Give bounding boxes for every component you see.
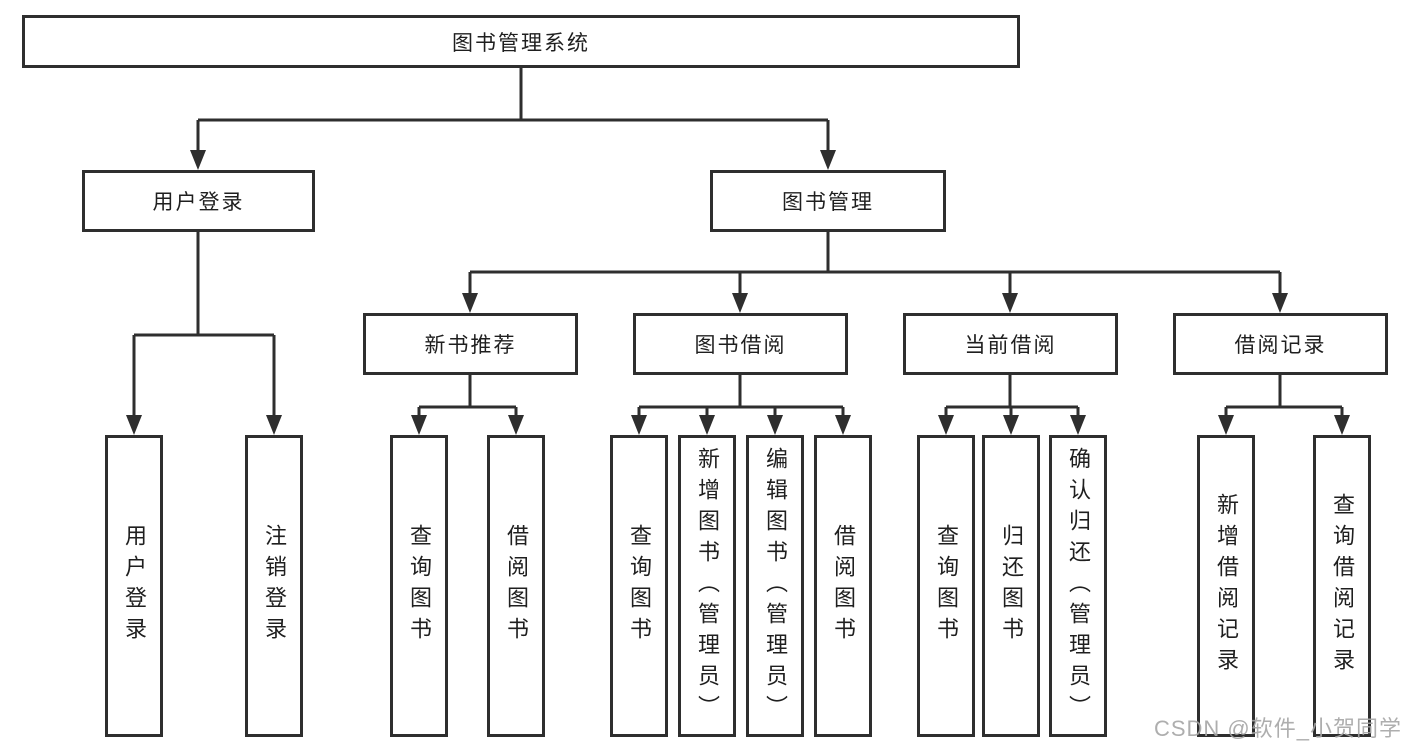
node-bb-add-books-admin: 新增图书（管理员） — [678, 435, 736, 737]
node-bb-add-books-admin-label: 新增图书（管理员） — [695, 446, 720, 726]
node-new-book-recommend-label: 新书推荐 — [424, 334, 517, 357]
node-root: 图书管理系统 — [22, 15, 1020, 68]
node-book-management: 图书管理 — [710, 170, 946, 232]
node-current-borrow: 当前借阅 — [903, 313, 1118, 375]
node-cb-query-books: 查询图书 — [917, 435, 975, 737]
node-nbr-borrow-books-label: 借阅图书 — [504, 524, 529, 648]
node-user-login-leaf-label: 用户登录 — [122, 524, 147, 648]
node-nbr-query-books-label: 查询图书 — [407, 524, 432, 648]
node-logout-leaf-label: 注销登录 — [262, 524, 287, 648]
node-bb-edit-books-admin: 编辑图书（管理员） — [746, 435, 804, 737]
node-book-borrow-label: 图书借阅 — [694, 334, 787, 357]
node-bb-edit-books-admin-label: 编辑图书（管理员） — [763, 446, 788, 726]
node-cb-query-books-label: 查询图书 — [934, 524, 959, 648]
node-nbr-query-books: 查询图书 — [390, 435, 448, 737]
node-borrow-records: 借阅记录 — [1173, 313, 1388, 375]
node-root-label: 图书管理系统 — [452, 31, 590, 55]
node-user-login-leaf: 用户登录 — [105, 435, 163, 737]
node-br-add-record: 新增借阅记录 — [1197, 435, 1255, 737]
csdn-watermark: CSDN @软件_小贺同学 — [1153, 716, 1402, 741]
node-cb-confirm-return-admin: 确认归还（管理员） — [1049, 435, 1107, 737]
node-current-borrow-label: 当前借阅 — [964, 334, 1057, 357]
node-nbr-borrow-books: 借阅图书 — [487, 435, 545, 737]
node-book-borrow: 图书借阅 — [633, 313, 848, 375]
node-borrow-records-label: 借阅记录 — [1234, 334, 1327, 357]
node-br-query-record: 查询借阅记录 — [1313, 435, 1371, 737]
node-user-login-label: 用户登录 — [152, 191, 245, 214]
node-bb-borrow-books-label: 借阅图书 — [831, 524, 856, 648]
node-br-query-record-label: 查询借阅记录 — [1330, 493, 1355, 679]
node-bb-borrow-books: 借阅图书 — [814, 435, 872, 737]
node-logout-leaf: 注销登录 — [245, 435, 303, 737]
node-user-login: 用户登录 — [82, 170, 315, 232]
node-bb-query-books-label: 查询图书 — [627, 524, 652, 648]
node-cb-return-books: 归还图书 — [982, 435, 1040, 737]
node-cb-confirm-return-admin-label: 确认归还（管理员） — [1066, 446, 1091, 726]
node-cb-return-books-label: 归还图书 — [999, 524, 1024, 648]
node-br-add-record-label: 新增借阅记录 — [1214, 493, 1239, 679]
node-bb-query-books: 查询图书 — [610, 435, 668, 737]
node-new-book-recommend: 新书推荐 — [363, 313, 578, 375]
node-book-management-label: 图书管理 — [782, 191, 874, 214]
